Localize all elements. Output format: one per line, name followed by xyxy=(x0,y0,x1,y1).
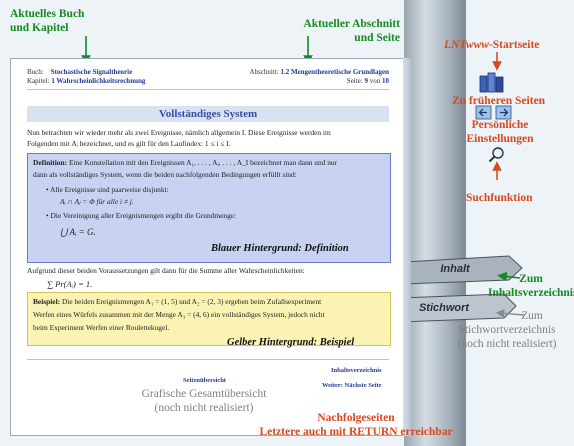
formula-union: ⋃ Aᵢ = G. xyxy=(60,227,96,237)
example-line-3: beim Experiment Werfen einer Roulettekug… xyxy=(33,323,170,332)
section-page-annotation: Aktueller Abschnitt und Seite xyxy=(303,18,400,44)
page-overview-link[interactable]: Seitenübersicht xyxy=(183,377,226,384)
footer-divider xyxy=(27,359,389,360)
example-line-2: Werfen eines Würfels zusammen mit der Me… xyxy=(33,310,325,319)
example-heading: Beispiel: xyxy=(33,297,61,306)
overview-annotation: Grafische Gesamtübersicht (noch nicht re… xyxy=(141,388,267,414)
example-line-1: Die beiden Ereignismengen A₁ = (1, 5) un… xyxy=(61,297,322,306)
next-pages-annotation: Nachfolgeseiten Letztere auch mit RETURN… xyxy=(259,412,453,438)
example-box: Beispiel: Die beiden Ereignismengen A₁ =… xyxy=(27,292,391,346)
book-info: Buch: Stochastische Signaltheorie xyxy=(27,68,133,76)
chapter-link[interactable]: 1 Wahrscheinlichkeitsrechnung xyxy=(51,77,146,85)
previous-pages-annotation: Zu früheren Seiten xyxy=(452,95,546,107)
toc-annotation: Zum Inhaltsverzeichnis xyxy=(488,273,574,299)
toc-link[interactable]: Inhaltsverzeichnis xyxy=(331,367,382,374)
signpost-post xyxy=(404,0,466,446)
page-edge xyxy=(403,58,411,436)
magnifier-search-icon[interactable] xyxy=(488,146,506,164)
content-page: Buch: Stochastische Signaltheorie Kapite… xyxy=(10,58,405,436)
page-counter: Seite: 9 von 10 xyxy=(346,77,389,85)
book-link[interactable]: Stochastische Signaltheorie xyxy=(50,68,133,76)
signpost-inhalt-link[interactable]: Inhalt xyxy=(440,263,470,275)
chapter-info: Kapitel: 1 Wahrscheinlichkeitsrechnung xyxy=(27,77,146,85)
bullet-union: • Die Vereinigung aller Ereignismengen e… xyxy=(46,211,237,220)
signpost-stichwort-link[interactable]: Stichwort xyxy=(418,302,470,314)
search-annotation: Suchfunktion xyxy=(466,192,533,204)
header-divider xyxy=(27,89,389,90)
books-home-icon[interactable] xyxy=(478,70,508,94)
sum-formula: ∑ Pr(Aᵢ) = 1. xyxy=(47,279,93,289)
intro-line-2: Folgenden mit Aᵢ bezeichnet, und es gilt… xyxy=(27,139,231,148)
personal-settings-annotation: Persönliche Einstellungen xyxy=(466,119,534,145)
definition-heading: Definition: xyxy=(33,158,68,167)
section-info: Abschnitt: 1.2 Mengentheoretische Grundl… xyxy=(249,68,389,76)
definition-line-1: Eine Konstellation mit den Ereignissen A… xyxy=(68,158,338,167)
blue-background-label: Blauer Hintergrund: Definition xyxy=(211,243,349,254)
after-line: Aufgrund dieser beiden Voraussetzungen g… xyxy=(27,266,305,275)
definition-box: Definition: Eine Konstellation mit den E… xyxy=(27,153,391,263)
yellow-background-label: Gelber Hintergrund: Beispiel xyxy=(227,337,355,348)
book-chapter-annotation: Aktuelles Buch und Kapitel xyxy=(10,8,85,34)
bullet-disjoint: • Alle Ereignisse sind paarweise disjunk… xyxy=(46,185,169,194)
signpost-boards-icon xyxy=(399,255,523,323)
lntwww-home-annotation: LNTwww-Startseite xyxy=(444,39,540,51)
section-link[interactable]: 1.2 Mengentheoretische Grundlagen xyxy=(280,68,389,76)
intro-line-1: Nun betrachten wir wieder mehr als zwei … xyxy=(27,128,331,137)
formula-disjoint: Aᵢ ∩ Aⱼ = Φ für alle i ≠ j. xyxy=(60,197,134,206)
definition-line-2: dann als vollständiges System, wenn die … xyxy=(33,170,297,179)
section-title: Vollständiges System xyxy=(27,106,389,122)
back-arrows-icon[interactable] xyxy=(475,105,516,120)
next-page-link[interactable]: Weiter: Nächste Seite xyxy=(322,382,382,389)
keyword-annotation: Zum Stichwortverzeichnis (noch nicht rea… xyxy=(457,310,557,350)
